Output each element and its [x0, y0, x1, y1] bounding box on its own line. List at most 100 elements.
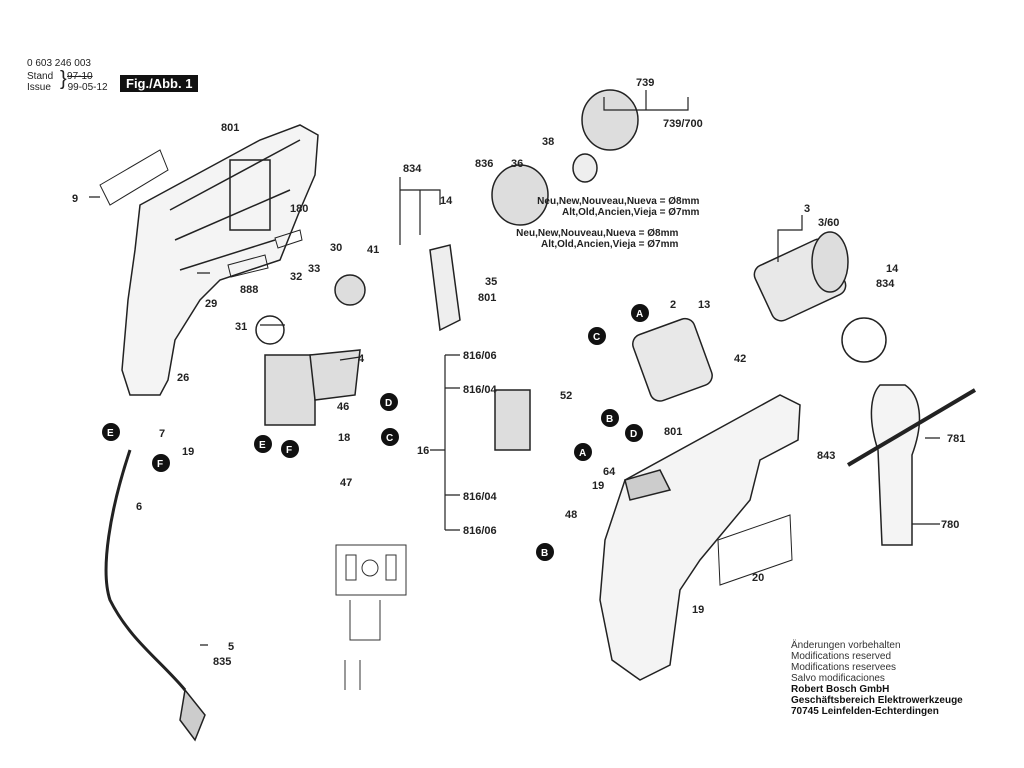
connector-markers: A A B B C C D D E E F F [102, 304, 649, 561]
brace: } [60, 68, 67, 90]
label-6[interactable]: 6 [136, 501, 142, 513]
label-835[interactable]: 835 [213, 656, 231, 668]
label-180[interactable]: 180 [290, 203, 308, 215]
connector-a[interactable]: A [631, 304, 649, 322]
svg-text:E: E [107, 428, 114, 439]
label-739[interactable]: 739 [636, 77, 654, 89]
label-834[interactable]: 834 [403, 163, 422, 175]
label-14[interactable]: 14 [440, 195, 453, 207]
label-816-04[interactable]: 816/04 [463, 491, 498, 503]
connector-d[interactable]: D [380, 393, 398, 411]
label-2[interactable]: 2 [670, 299, 676, 311]
footer-block: Änderungen vorbehalten Modifications res… [791, 640, 963, 717]
connector-a[interactable]: A [574, 443, 592, 461]
label-4[interactable]: 4 [358, 353, 365, 365]
label-801[interactable]: 801 [664, 426, 682, 438]
label-7[interactable]: 7 [159, 428, 165, 440]
label-36[interactable]: 36 [511, 158, 523, 170]
svg-text:F: F [157, 459, 163, 470]
side-handle [846, 384, 977, 546]
label-41[interactable]: 41 [367, 244, 379, 256]
label-9[interactable]: 9 [72, 193, 78, 205]
connector-d[interactable]: D [625, 424, 643, 442]
drill-housing-half [121, 124, 319, 396]
svg-text:B: B [541, 548, 548, 559]
company-address: 70745 Leinfelden-Echterdingen [791, 706, 939, 717]
label-64[interactable]: 64 [603, 466, 616, 478]
svg-text:A: A [579, 448, 586, 459]
note1-new: Neu,New,Nouveau,Nueva = Ø8mm [537, 196, 700, 207]
connector-c[interactable]: C [588, 327, 606, 345]
label-plates [99, 149, 793, 586]
issue-label: Issue [27, 82, 51, 93]
label-14[interactable]: 14 [886, 263, 899, 275]
label-816-06[interactable]: 816/06 [463, 525, 497, 537]
label-834[interactable]: 834 [876, 278, 895, 290]
svg-text:B: B [606, 414, 613, 425]
label-3-60[interactable]: 3/60 [818, 217, 839, 229]
label-29[interactable]: 29 [205, 298, 217, 310]
svg-text:D: D [385, 398, 392, 409]
label-801[interactable]: 801 [478, 292, 496, 304]
label-26[interactable]: 26 [177, 372, 189, 384]
label-816-04[interactable]: 816/04 [463, 384, 498, 396]
footer-line-en: Modifications reserved [791, 651, 892, 662]
svg-text:D: D [630, 429, 637, 440]
footer-line-fr: Modifications reservees [791, 662, 897, 673]
stand-label: Stand [27, 71, 54, 82]
label-20[interactable]: 20 [752, 572, 764, 584]
label-42[interactable]: 42 [734, 353, 746, 365]
label-47[interactable]: 47 [340, 477, 352, 489]
label-38[interactable]: 38 [542, 136, 554, 148]
label-16[interactable]: 16 [417, 445, 429, 457]
label-48[interactable]: 48 [565, 509, 577, 521]
label-843[interactable]: 843 [817, 450, 835, 462]
leader-lines [89, 90, 940, 646]
label-781[interactable]: 781 [947, 433, 965, 445]
footer-line-es: Salvo modificaciones [791, 673, 885, 684]
label-52[interactable]: 52 [560, 390, 572, 402]
label-30[interactable]: 30 [330, 242, 342, 254]
connector-f[interactable]: F [152, 454, 170, 472]
connector-c[interactable]: C [381, 428, 399, 446]
power-cord [104, 449, 206, 742]
label-19[interactable]: 19 [692, 604, 704, 616]
svg-text:E: E [259, 440, 266, 451]
note2-old: Alt,Old,Ancien,Vieja = Ø7mm [541, 239, 679, 250]
connector-b[interactable]: B [536, 543, 554, 561]
svg-text:A: A [636, 309, 643, 320]
label-35[interactable]: 35 [485, 276, 497, 288]
connector-f[interactable]: F [281, 440, 299, 458]
issue-date: 99-05-12 [67, 82, 108, 93]
old-date: 97-10 [67, 71, 93, 82]
label-816-06[interactable]: 816/06 [463, 350, 497, 362]
label-780[interactable]: 780 [941, 519, 959, 531]
label-32[interactable]: 32 [290, 271, 302, 283]
connector-e[interactable]: E [102, 423, 120, 441]
label-5[interactable]: 5 [228, 641, 234, 653]
label-836[interactable]: 836 [475, 158, 493, 170]
label-33[interactable]: 33 [308, 263, 320, 275]
svg-text:C: C [593, 332, 600, 343]
figure-label: Fig./Abb. 1 [120, 75, 199, 92]
diameter-note-1: Neu,New,Nouveau,Nueva = Ø8mm Alt,Old,Anc… [536, 196, 699, 218]
motor-parts [255, 89, 887, 451]
part-number: 0 603 246 003 [27, 58, 91, 69]
note1-old: Alt,Old,Ancien,Vieja = Ø7mm [562, 207, 700, 218]
label-19[interactable]: 19 [592, 480, 604, 492]
label-888[interactable]: 888 [240, 284, 258, 296]
label-739-700[interactable]: 739/700 [663, 118, 703, 130]
label-31[interactable]: 31 [235, 321, 247, 333]
label-18[interactable]: 18 [338, 432, 350, 444]
label-13[interactable]: 13 [698, 299, 710, 311]
drill-housing-assembled [599, 394, 801, 681]
connector-e[interactable]: E [254, 435, 272, 453]
label-3[interactable]: 3 [804, 203, 810, 215]
connector-b[interactable]: B [601, 409, 619, 427]
svg-text:C: C [386, 433, 393, 444]
label-46[interactable]: 46 [337, 401, 349, 413]
label-19[interactable]: 19 [182, 446, 194, 458]
label-801[interactable]: 801 [221, 122, 239, 134]
